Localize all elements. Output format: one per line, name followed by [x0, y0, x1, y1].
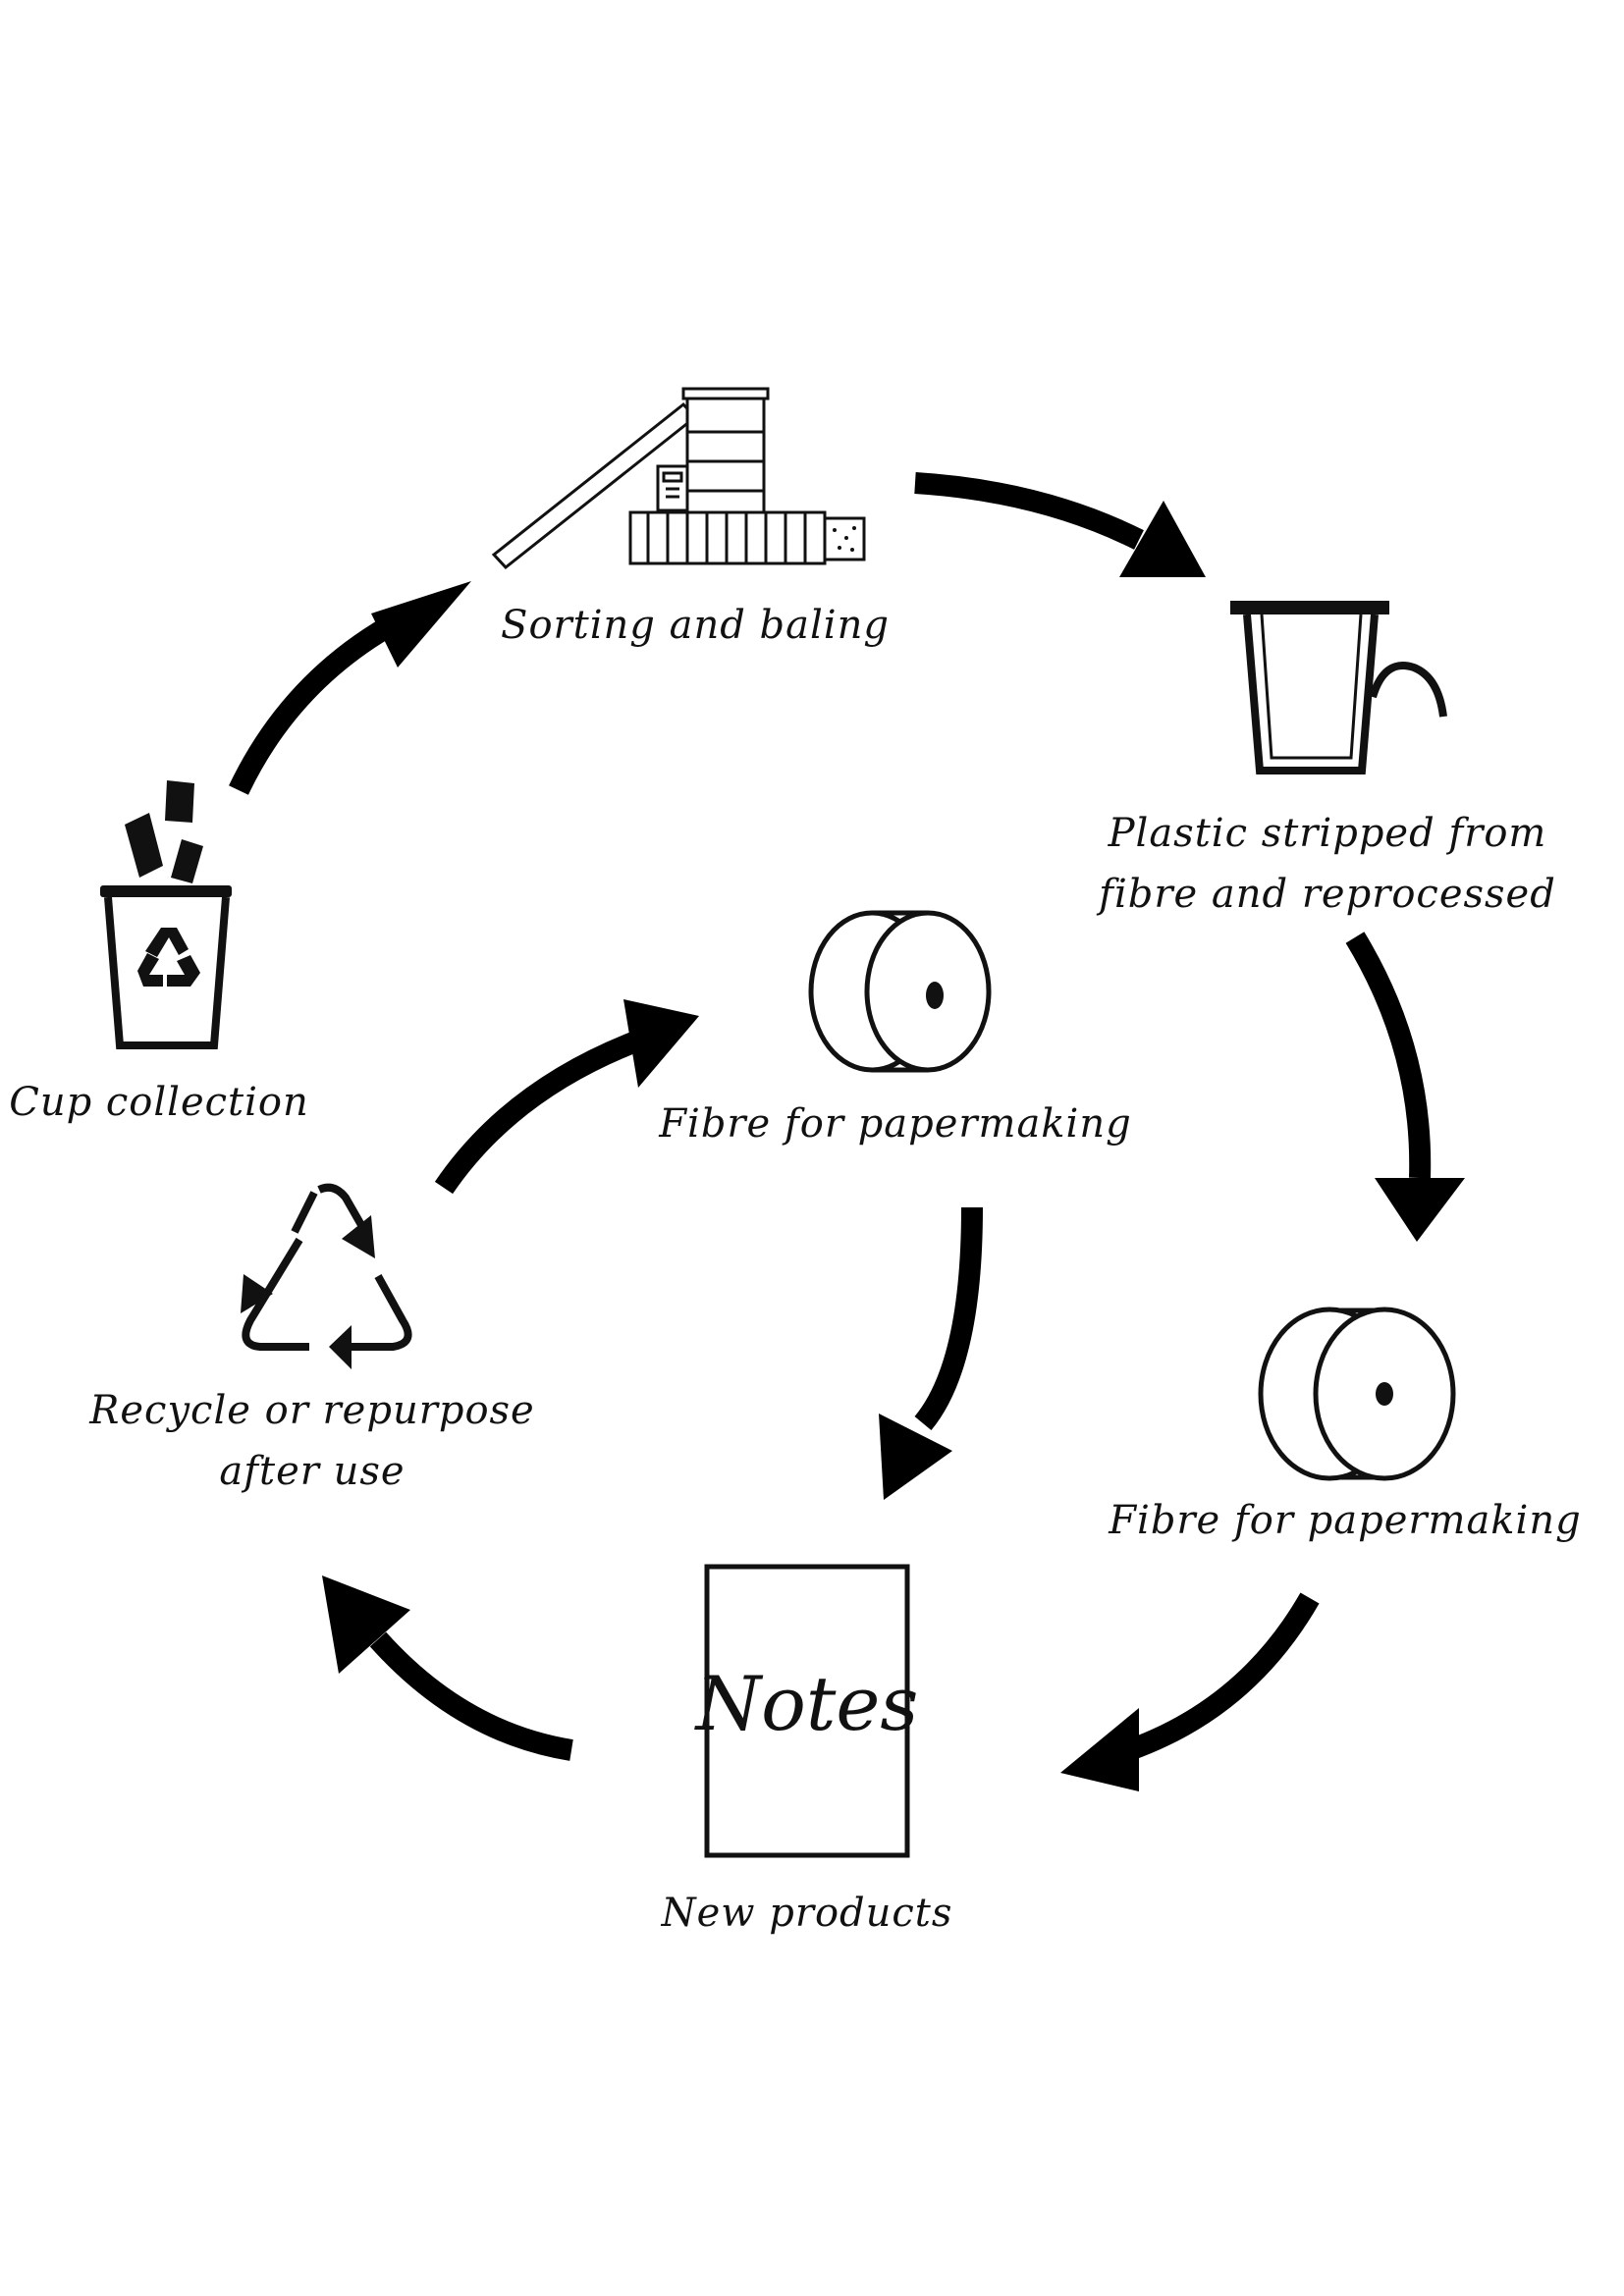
paper-roll-icon-inner [808, 910, 992, 1073]
notebook-text: Notes [694, 1660, 919, 1747]
label-plastic-line1: Plastic stripped from [1108, 811, 1547, 856]
label-fibre-inner: Fibre for papermaking [658, 1101, 1131, 1147]
cup-stripping-icon [1230, 601, 1447, 774]
notebook-icon: Notes [694, 1564, 919, 1858]
label-cup-collection: Cup collection [9, 1080, 309, 1125]
label-sorting: Sorting and baling [501, 603, 890, 648]
arrow-products-to-recycle [322, 1575, 573, 1761]
label-fibre-outer: Fibre for papermaking [1108, 1498, 1581, 1543]
baler-machine-icon [491, 387, 866, 570]
label-recycle-line1: Recycle or repurpose [88, 1388, 534, 1433]
arrow-recycle-to-fibre [434, 999, 699, 1195]
recycling-bin-icon [100, 780, 232, 1049]
label-new-products: New products [661, 1891, 953, 1936]
arrow-fibre-inner-to-products [879, 1206, 983, 1500]
label-plastic-line2: fibre and reprocessed [1096, 872, 1556, 917]
arrow-plastic-to-fibre [1345, 932, 1465, 1242]
paper-roll-icon-outer [1258, 1307, 1456, 1481]
arrow-fibre-to-products [1060, 1592, 1320, 1791]
label-recycle-line2: after use [219, 1449, 405, 1494]
arrow-sorting-to-plastic [914, 472, 1206, 577]
arrow-collection-to-sorting [229, 581, 471, 795]
recycle-triangle-icon [241, 1183, 412, 1369]
